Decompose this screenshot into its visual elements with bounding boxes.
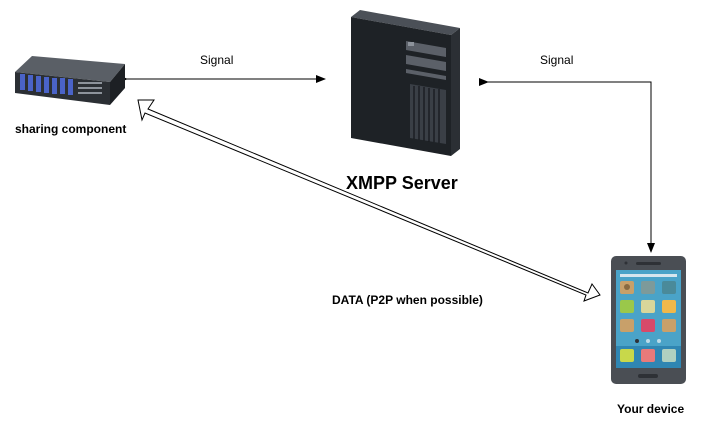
- signal-label-right: Signal: [540, 53, 574, 67]
- your-device-label: Your device: [617, 402, 685, 416]
- signal-connector-right: [479, 78, 655, 253]
- tower-server-icon: [351, 10, 460, 156]
- data-label: DATA (P2P when possible): [332, 293, 483, 307]
- smartphone-icon: [611, 256, 686, 384]
- rack-server-icon: [15, 56, 125, 105]
- data-double-arrow: [137, 99, 601, 302]
- signal-label-left: Signal: [200, 53, 234, 67]
- xmpp-server-label: XMPP Server: [346, 173, 458, 193]
- sharing-component-label: sharing component: [15, 122, 127, 136]
